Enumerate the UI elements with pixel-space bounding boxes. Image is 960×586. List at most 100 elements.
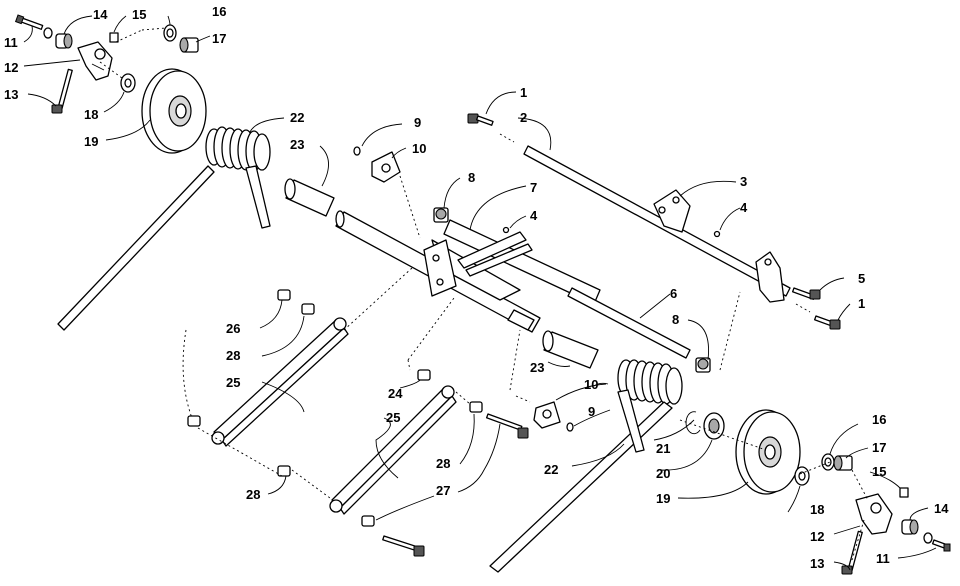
bolt-27-upper [485, 413, 529, 439]
washer-9-lower [566, 422, 574, 432]
bracket-12-left [77, 41, 113, 81]
bolt-1-lower [813, 315, 841, 330]
callout-12-right: 12 [810, 529, 824, 544]
callout-14-left: 14 [93, 7, 108, 22]
shaft-2 [523, 145, 791, 297]
bolt-13-right [841, 530, 863, 575]
bolt-1-upper [467, 113, 494, 126]
callout-1-lower: 1 [858, 296, 865, 311]
bushing-28-b [277, 465, 291, 477]
bracket-3-upper [653, 189, 691, 233]
torsion-spring-22-left [57, 126, 271, 331]
bushing-28-c [469, 401, 483, 413]
callout-22-upper: 22 [290, 110, 304, 125]
bushing-14-left [55, 33, 73, 49]
callout-6: 6 [670, 286, 677, 301]
callout-13-left: 13 [4, 87, 18, 102]
upper-shaft-assembly [467, 113, 841, 330]
callout-15-left: 15 [132, 7, 146, 22]
spacer-17-left [179, 37, 199, 53]
callout-labels: 11 14 15 16 17 12 13 18 19 22 23 9 10 8 … [4, 4, 949, 571]
pad-10-upper [371, 151, 401, 183]
nut-26-lower [187, 415, 201, 427]
callout-17-right: 17 [872, 440, 886, 455]
nut-15-left [109, 32, 119, 43]
rod-6 [567, 287, 691, 359]
callout-14-right: 14 [934, 501, 949, 516]
callout-18-left: 18 [84, 107, 98, 122]
callout-7: 7 [530, 180, 537, 195]
bolt-11-right [931, 539, 951, 552]
bracket-3-lower [755, 251, 785, 303]
callout-28-upper: 28 [226, 348, 240, 363]
bushing-28-a [301, 303, 315, 315]
callout-10-upper: 10 [412, 141, 426, 156]
bolt-5 [791, 287, 821, 300]
washer-14-left [43, 27, 53, 39]
callout-24: 24 [388, 386, 403, 401]
grease-fitting-4-right [713, 230, 721, 238]
snap-ring-21 [685, 411, 701, 435]
callout-12-left: 12 [4, 60, 18, 75]
lower-link-assembly [187, 289, 529, 557]
callout-19-left: 19 [84, 134, 98, 149]
callout-15-right: 15 [872, 464, 886, 479]
grease-fitting-4-center [502, 226, 510, 234]
callout-5: 5 [858, 271, 865, 286]
spacer-17-right [833, 455, 853, 471]
callout-4-right: 4 [740, 200, 748, 215]
rear-arm-assembly [335, 146, 721, 432]
callout-13-right: 13 [810, 556, 824, 571]
bracket-12-right [855, 493, 893, 535]
callout-22-lower: 22 [544, 462, 558, 477]
torsion-spring-22-right [489, 359, 683, 573]
link-25-lower [329, 385, 457, 515]
callout-25-upper: 25 [226, 375, 240, 390]
assembly-lines [99, 27, 869, 561]
callout-21: 21 [656, 441, 670, 456]
callout-16-left: 16 [212, 4, 226, 19]
link-25-upper [211, 317, 349, 447]
bearing-20 [703, 412, 725, 440]
callout-25-lower: 25 [386, 410, 400, 425]
washer-14-right [923, 532, 933, 544]
callout-17-left: 17 [212, 31, 226, 46]
bolt-11-left [14, 14, 44, 30]
bushing-28-d [361, 515, 375, 527]
callout-10-lower: 10 [584, 377, 598, 392]
bushing-14-right [901, 519, 919, 535]
right-idler-bracket-assembly [489, 359, 951, 575]
idler-wheel-19-left [141, 68, 207, 154]
bolt-27-lower [382, 535, 425, 557]
callout-23-upper: 23 [290, 137, 304, 152]
callout-11-right: 11 [876, 551, 890, 566]
callout-16-right: 16 [872, 412, 886, 427]
callout-2: 2 [520, 110, 527, 125]
callout-18-right: 18 [810, 502, 824, 517]
callout-1-upper: 1 [520, 85, 527, 100]
callout-9-upper: 9 [414, 115, 421, 130]
sleeve-23-lower [542, 330, 599, 369]
callout-28-lower: 28 [436, 456, 450, 471]
idler-wheel-19-right [735, 409, 801, 495]
callout-19-right: 19 [656, 491, 670, 506]
bolt-13-left [51, 68, 73, 114]
callout-26-upper: 26 [226, 321, 240, 336]
callout-9-lower: 9 [588, 404, 595, 419]
sleeve-23-upper [284, 178, 335, 217]
pad-10-lower [533, 401, 561, 429]
callout-20: 20 [656, 466, 670, 481]
washer-9-upper [353, 146, 361, 156]
callout-8-lower: 8 [672, 312, 679, 327]
left-idler-bracket-assembly [14, 14, 335, 331]
callout-4-center: 4 [530, 208, 538, 223]
callout-23-lower: 23 [530, 360, 544, 375]
bushing-16-left [163, 24, 177, 42]
callout-11-left: 11 [4, 35, 18, 50]
nut-26-upper [277, 289, 291, 301]
leader-lines [23, 15, 937, 571]
nut-15-right [899, 487, 909, 498]
callout-3: 3 [740, 174, 747, 189]
pin-8-lower [695, 357, 711, 373]
